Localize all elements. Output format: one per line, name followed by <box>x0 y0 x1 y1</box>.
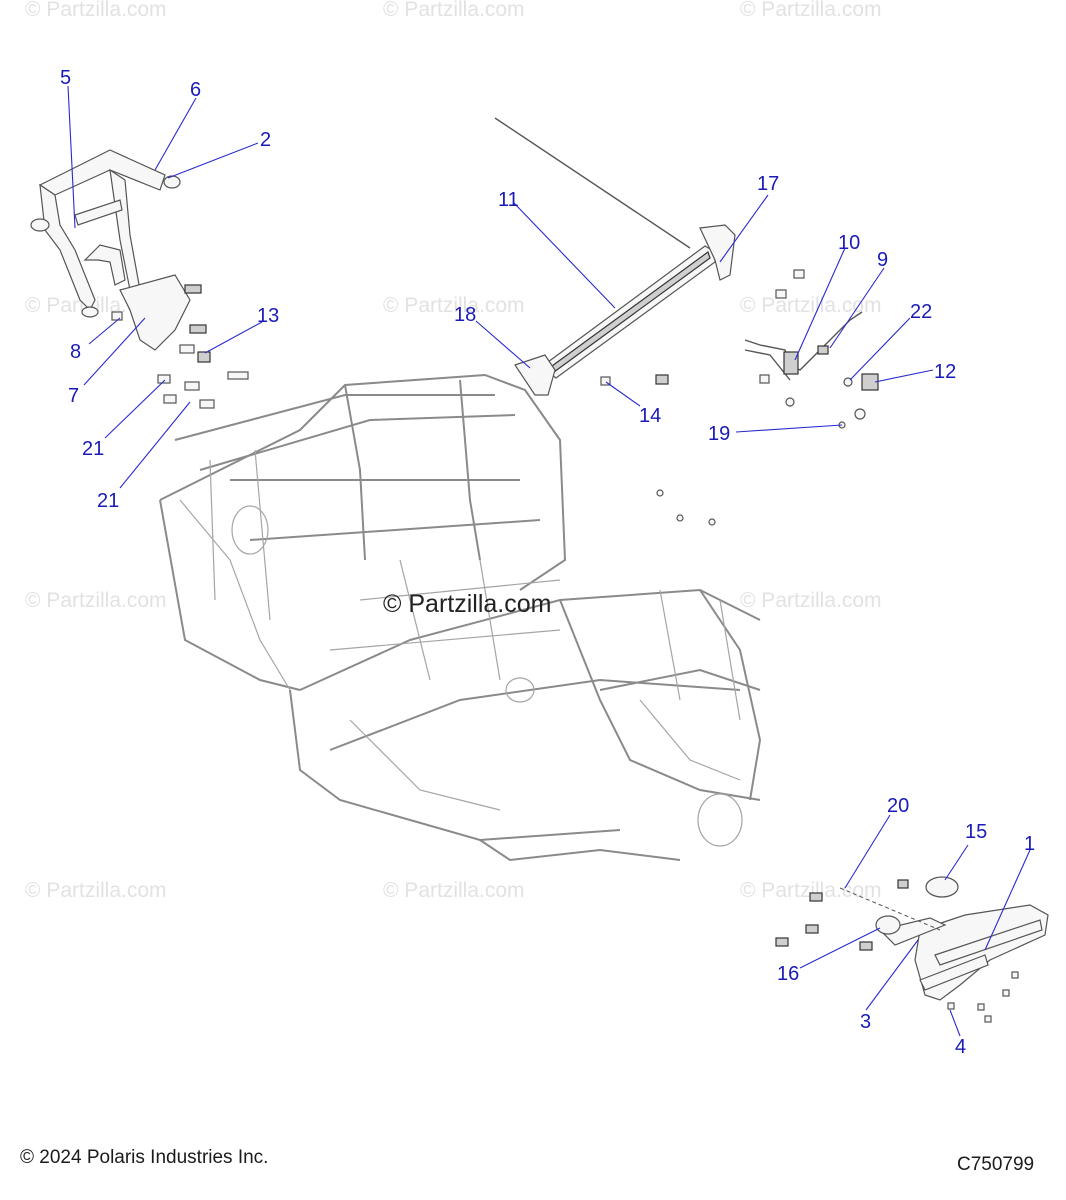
callout-18: 18 <box>454 304 476 326</box>
callout-21: 21 <box>82 438 104 460</box>
callout-4: 4 <box>955 1036 966 1058</box>
rear-bumper <box>30 149 207 351</box>
copyright-text: © 2024 Polaris Industries Inc. <box>20 1147 268 1168</box>
watermark: © Partzilla.com <box>383 0 525 21</box>
watermark: © Partzilla.com <box>25 589 167 612</box>
watermark: © Partzilla.com <box>740 294 882 317</box>
callout-3: 3 <box>860 1011 871 1033</box>
callout-17: 17 <box>757 173 779 195</box>
callout-labels: 5 6 2 8 7 13 21 21 11 17 18 14 10 9 22 1… <box>60 67 1035 1058</box>
callout-1: 1 <box>1024 833 1035 855</box>
callout-22: 22 <box>910 301 932 323</box>
watermark-layer: © Partzilla.com © Partzilla.com © Partzi… <box>25 0 882 902</box>
leader-lines <box>67 85 1031 1037</box>
callout-7: 7 <box>68 385 79 407</box>
front-bumper <box>775 876 1049 1023</box>
diagram-code: C750799 <box>957 1154 1034 1175</box>
callout-16: 16 <box>777 963 799 985</box>
watermark: © Partzilla.com <box>740 589 882 612</box>
watermark: © Partzilla.com <box>740 0 882 21</box>
callout-8: 8 <box>70 341 81 363</box>
watermark: © Partzilla.com <box>383 879 525 902</box>
callout-13: 13 <box>257 305 279 327</box>
callout-14: 14 <box>639 405 661 427</box>
watermark: © Partzilla.com <box>25 0 167 21</box>
callout-9: 9 <box>877 249 888 271</box>
callout-15: 15 <box>965 821 987 843</box>
callout-10: 10 <box>838 232 860 254</box>
callout-20: 20 <box>887 795 909 817</box>
callout-19: 19 <box>708 423 730 445</box>
callout-11: 11 <box>498 189 519 211</box>
callout-6: 6 <box>190 79 201 101</box>
light-bar <box>494 117 736 396</box>
watermark: © Partzilla.com <box>25 879 167 902</box>
callout-21: 21 <box>97 490 119 512</box>
chassis-frame <box>159 373 762 862</box>
callout-2: 2 <box>260 129 271 151</box>
callout-12: 12 <box>934 361 956 383</box>
center-watermark: © Partzilla.com <box>383 590 551 618</box>
callout-5: 5 <box>60 67 71 89</box>
watermark: © Partzilla.com <box>740 879 882 902</box>
watermark: © Partzilla.com <box>383 294 525 317</box>
rear-hardware <box>157 344 249 409</box>
